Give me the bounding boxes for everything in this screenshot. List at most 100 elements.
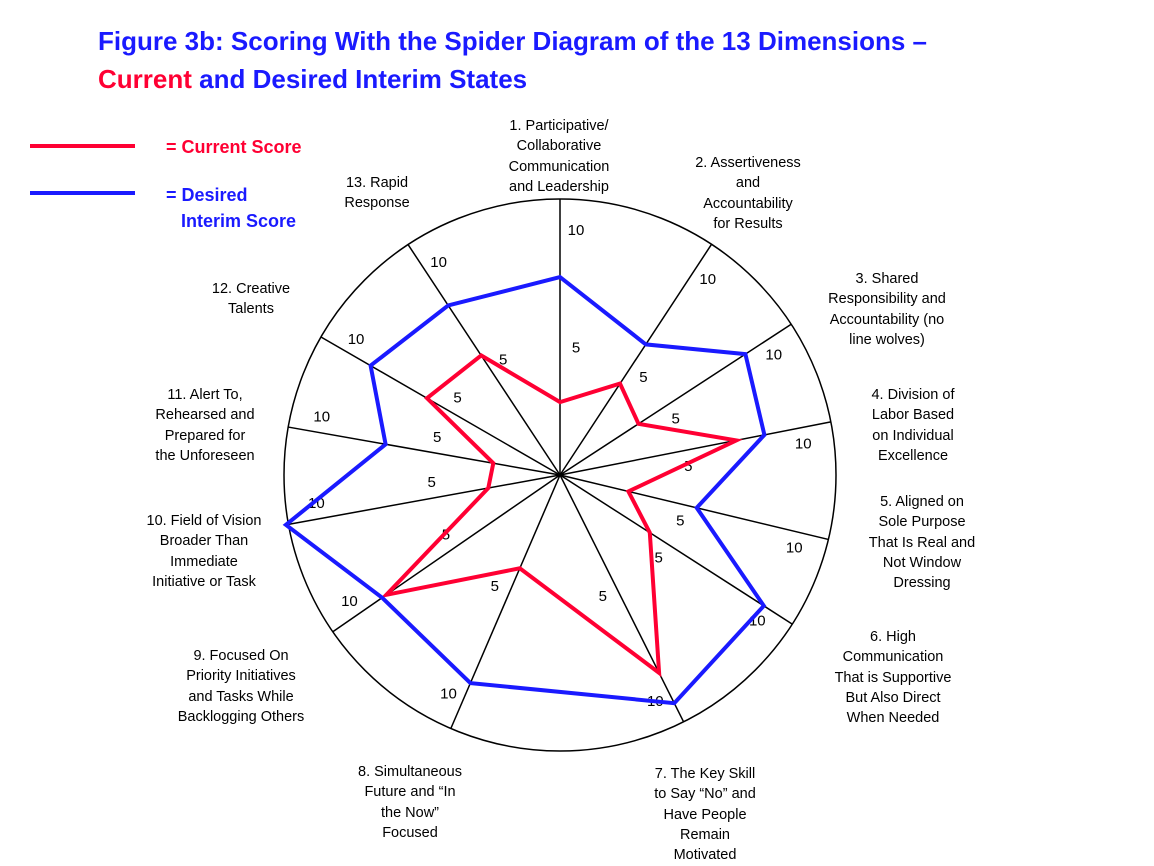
spoke-12 [320, 336, 561, 476]
figure-title-line2: Current and Desired Interim States [98, 64, 527, 95]
dimension-label-line: 2. Assertiveness [695, 155, 801, 171]
tick-label-10: 10 [430, 254, 447, 271]
dimension-label-line: 12. Creative [211, 281, 291, 297]
tick-label-5: 5 [499, 352, 507, 369]
dimension-label-line: 7. The Key Skill [654, 766, 756, 782]
tick-label-5: 5 [427, 474, 435, 491]
tick-label-10: 10 [440, 685, 457, 702]
legend-current-label: = Current Score [166, 137, 302, 157]
tick-label-10: 10 [795, 436, 812, 453]
dimension-label-line: 11. Alert To, [167, 387, 243, 403]
dimension-label-line: the Now” [380, 804, 440, 821]
tick-label-10: 10 [786, 540, 803, 557]
dimension-label-line: Response [344, 195, 410, 212]
dimension-label-line: to Say “No” and [654, 786, 756, 803]
tick-label-10: 10 [313, 409, 330, 426]
spoke-11 [288, 426, 561, 476]
spoke-4 [559, 421, 831, 476]
dimension-label-line: Initiative or Task [152, 573, 256, 590]
dimension-label-line: Responsibility and [828, 291, 946, 308]
dimension-label-line: Remain [680, 826, 730, 843]
tick-label-5: 5 [491, 578, 499, 595]
dimension-label-line: Accountability (no [829, 311, 945, 328]
dimension-label-line: 10. Field of Vision [146, 513, 262, 529]
current-score-series [380, 352, 743, 678]
spoke-5 [559, 474, 829, 541]
legend-desired-label-1: = Desired [166, 185, 248, 205]
spoke-10 [288, 474, 561, 526]
dimension-label-line: Labor Based [871, 407, 955, 424]
dimension-label-line: Prepared for [164, 427, 246, 444]
dimension-label-line: 5. Aligned on [880, 494, 964, 510]
dimension-label-line: Accountability [703, 195, 793, 212]
tick-label-5: 5 [453, 389, 461, 406]
dimension-label-line: 3. Shared [855, 271, 919, 287]
dimension-label-line: Not Window [882, 554, 962, 571]
dimension-label-line: and [735, 175, 761, 192]
title-rest: and Desired Interim States [191, 64, 528, 94]
dimension-label-line: and Leadership [509, 178, 609, 195]
dimension-label-line: Broader Than [159, 533, 249, 550]
spoke-9 [332, 474, 561, 633]
tick-label-5: 5 [671, 411, 679, 428]
tick-label-10: 10 [699, 271, 716, 288]
dimension-label-line: Rehearsed and [155, 407, 255, 424]
dimension-label-line: That Is Real and [868, 534, 976, 551]
dimension-label-line: Priority Initiatives [186, 668, 296, 685]
dimension-label-line: on Individual [872, 427, 954, 444]
dimension-label-line: When Needed [846, 710, 940, 727]
tick-label-10: 10 [568, 222, 585, 239]
spoke-8 [450, 474, 561, 729]
tick-label-10: 10 [348, 331, 365, 348]
dimension-label-line: Motivated [673, 847, 737, 864]
dimension-label-line: 4. Division of [871, 387, 955, 403]
dimension-label-line: and Tasks While [188, 688, 294, 705]
dimension-label-line: Immediate [170, 553, 238, 570]
dimension-label-line: the Unforeseen [155, 447, 255, 464]
tick-label-5: 5 [599, 588, 607, 605]
legend-desired-line [30, 191, 135, 195]
dimension-label-line: Backlogging Others [177, 708, 305, 725]
tick-label-10: 10 [765, 347, 782, 364]
dimension-label-line: for Results [713, 215, 783, 232]
tick-label-5: 5 [572, 339, 580, 356]
tick-label-5: 5 [433, 429, 441, 446]
dimension-label-line: Collaborative [516, 138, 602, 155]
dimension-label-line: Future and “In [364, 784, 456, 801]
dimension-label-line: Excellence [877, 447, 949, 464]
dimension-label-line: Focused [382, 824, 438, 841]
tick-label-5: 5 [639, 369, 647, 386]
dimension-label-line: Talents [228, 301, 274, 318]
dimension-label-line: 1. Participative/ [509, 118, 609, 134]
spoke-2 [559, 243, 713, 476]
legend-current-line [30, 144, 135, 148]
spoke-6 [559, 474, 793, 625]
dimension-label-line: Communication [842, 649, 944, 666]
spoke-13 [407, 244, 561, 476]
legend-desired-label-2: Interim Score [181, 211, 297, 231]
dimension-label-line: 8. Simultaneous [358, 764, 462, 780]
dimension-label-line: That is Supportive [834, 669, 952, 686]
dimension-label-line: 9. Focused On [193, 648, 289, 664]
desired-score-series [282, 274, 767, 706]
tick-label-5: 5 [684, 458, 692, 475]
dimension-label-9: 9. Focused On Priority Initiatives and Tas… [141, 646, 341, 727]
dimension-label-line: 13. Rapid [345, 175, 409, 191]
dimension-label-line: 6. High [870, 629, 916, 645]
tick-label-10: 10 [341, 593, 358, 610]
spoke-7 [559, 474, 685, 723]
